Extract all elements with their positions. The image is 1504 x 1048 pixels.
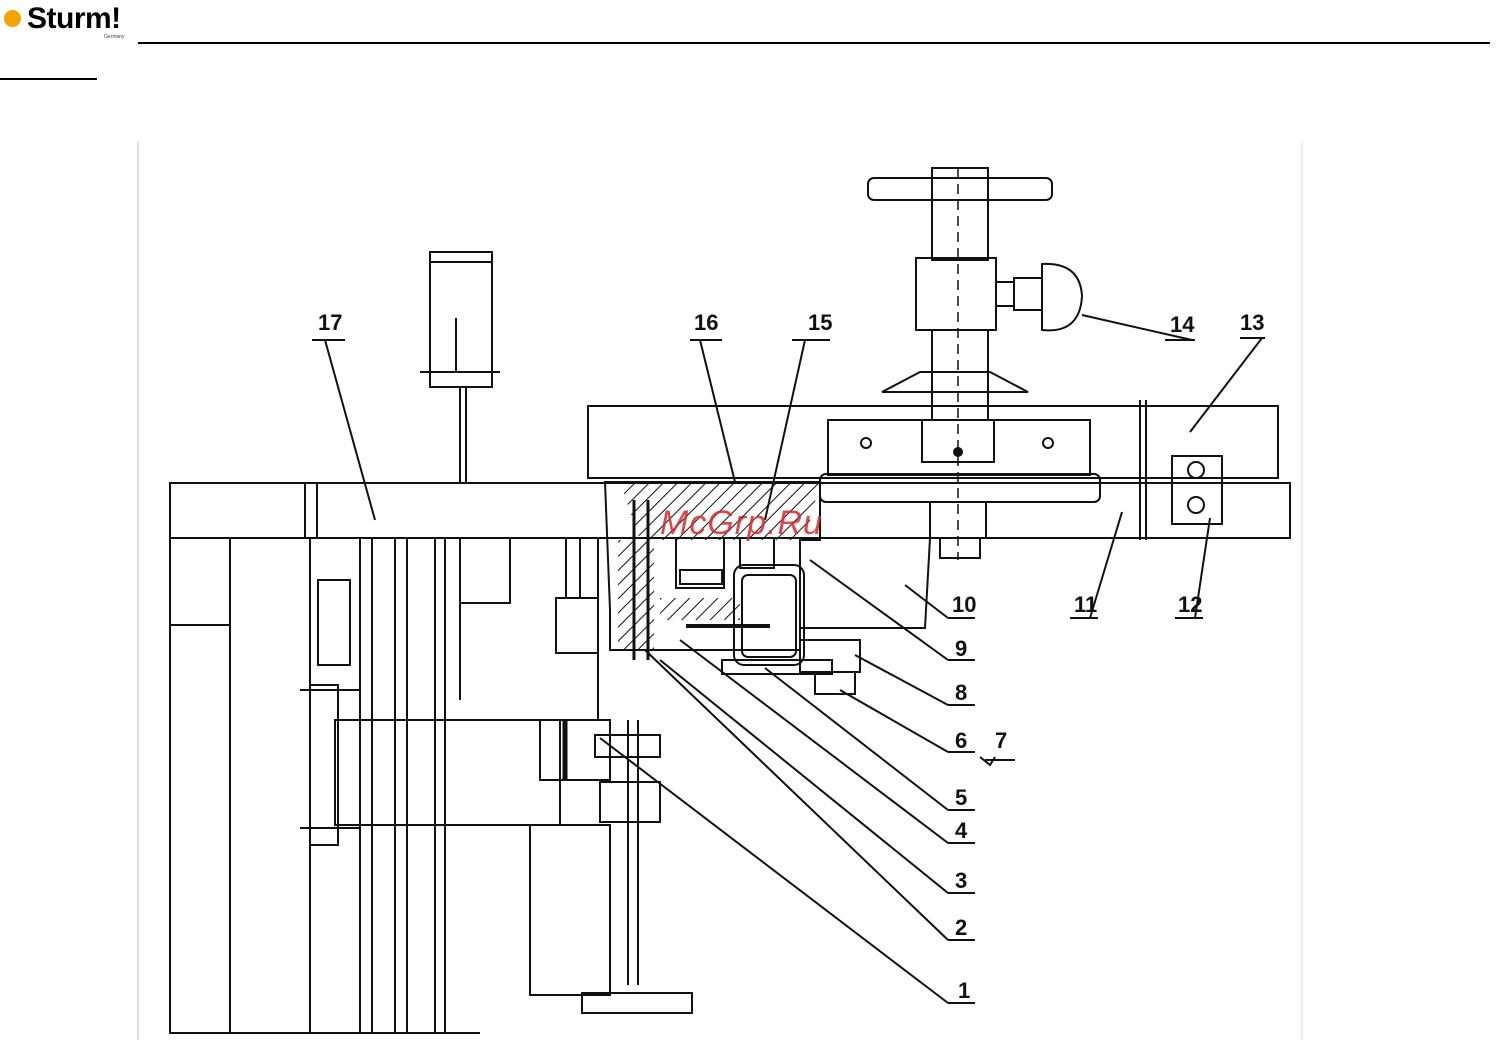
brand-subtitle: Germany	[104, 34, 125, 40]
header-rule	[138, 42, 1490, 44]
callout-13: 13	[1240, 310, 1264, 335]
callout-4: 4	[955, 818, 968, 843]
technical-drawing: 17 16 15 14 13 10 11 12 9 8 6 7 5 4 3 2 …	[0, 100, 1504, 1048]
callout-11: 11	[1074, 592, 1097, 617]
callout-1: 1	[958, 978, 970, 1003]
callout-10: 10	[952, 592, 976, 617]
brand-dot-icon	[4, 10, 21, 27]
callout-9: 9	[955, 636, 967, 661]
callout-16: 16	[694, 310, 718, 335]
callout-2: 2	[955, 915, 967, 940]
callout-6: 6	[955, 728, 967, 753]
section-rule	[0, 78, 97, 80]
callout-5: 5	[955, 785, 967, 810]
page-header: Sturm! Germany	[0, 0, 1504, 90]
callout-12: 12	[1178, 592, 1202, 617]
brand-logo: Sturm!	[27, 0, 121, 38]
callout-14: 14	[1170, 312, 1195, 337]
callout-17: 17	[318, 310, 342, 335]
callout-15: 15	[808, 310, 832, 335]
callout-8: 8	[955, 680, 967, 705]
callout-7: 7	[995, 728, 1007, 753]
callout-3: 3	[955, 868, 967, 893]
